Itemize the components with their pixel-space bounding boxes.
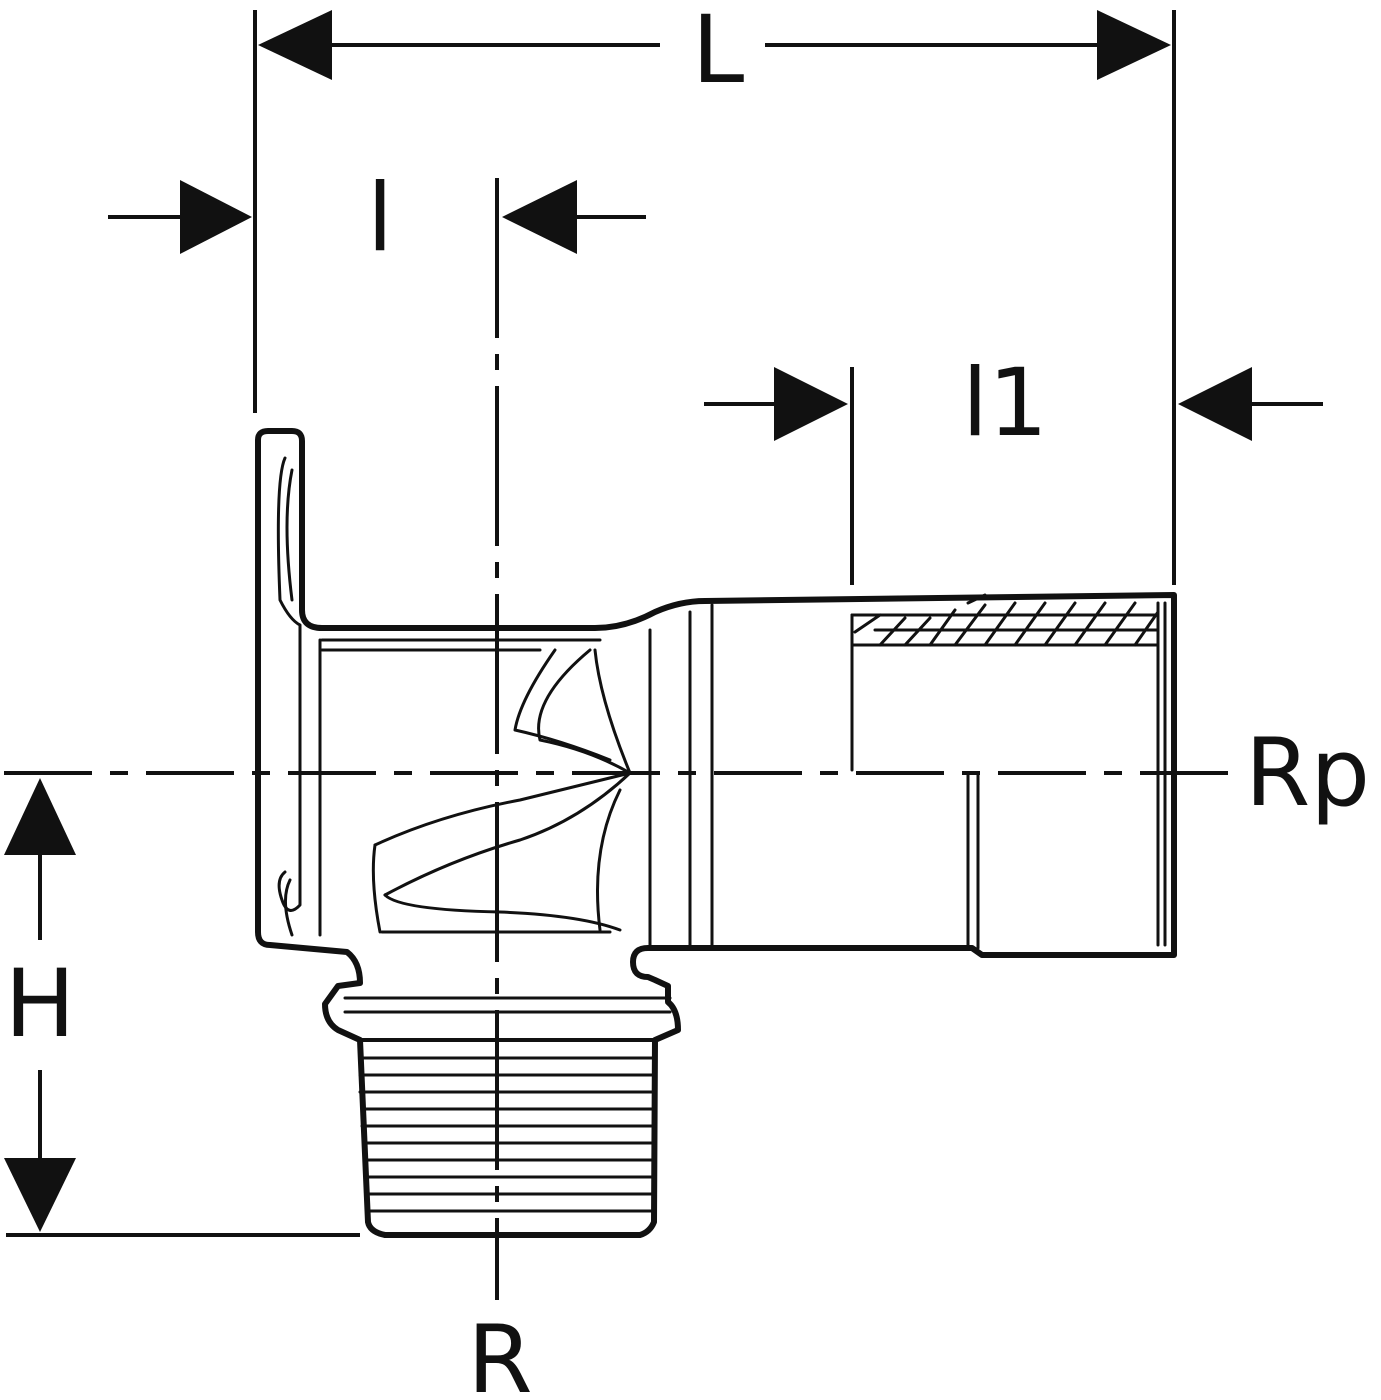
arrow-H-bottom	[4, 1158, 76, 1232]
dimension-H	[4, 778, 360, 1237]
label-L: L	[692, 0, 744, 105]
flow-vane-1	[513, 648, 612, 762]
arrow-l1-right	[1178, 367, 1252, 441]
plate-inner-curve	[284, 468, 294, 937]
dimension-L	[253, 10, 1176, 585]
dimension-l	[108, 180, 646, 254]
mounting-plate	[255, 428, 1177, 1238]
flow-vane-6	[596, 788, 622, 932]
flow-vane-8	[371, 843, 382, 934]
label-Rp: Rp	[1245, 719, 1370, 828]
label-R: R	[467, 1306, 532, 1400]
arrow-L-right	[1097, 10, 1171, 80]
flow-vane-7	[383, 893, 622, 932]
thread-hatching	[853, 601, 1160, 647]
arrow-H-top	[4, 778, 76, 855]
arrow-l-left	[180, 180, 252, 254]
flow-vane-4	[373, 771, 632, 847]
flow-vane-3	[593, 648, 632, 775]
label-l1: l1	[962, 349, 1048, 458]
arrow-l1-left	[774, 367, 848, 441]
socket-step	[966, 593, 987, 605]
arrow-L-left	[258, 10, 332, 80]
flow-vane-5	[383, 771, 632, 897]
male-thread-lines	[358, 1056, 657, 1213]
dimension-l1	[704, 367, 1323, 585]
center-lines	[4, 178, 1228, 1300]
label-l: l	[367, 164, 393, 273]
fitting-body	[255, 428, 1177, 1238]
flow-vane-2	[537, 648, 632, 775]
arrow-l-right	[502, 180, 577, 254]
plate-inner-edge	[276, 456, 302, 912]
label-H: H	[5, 950, 76, 1059]
